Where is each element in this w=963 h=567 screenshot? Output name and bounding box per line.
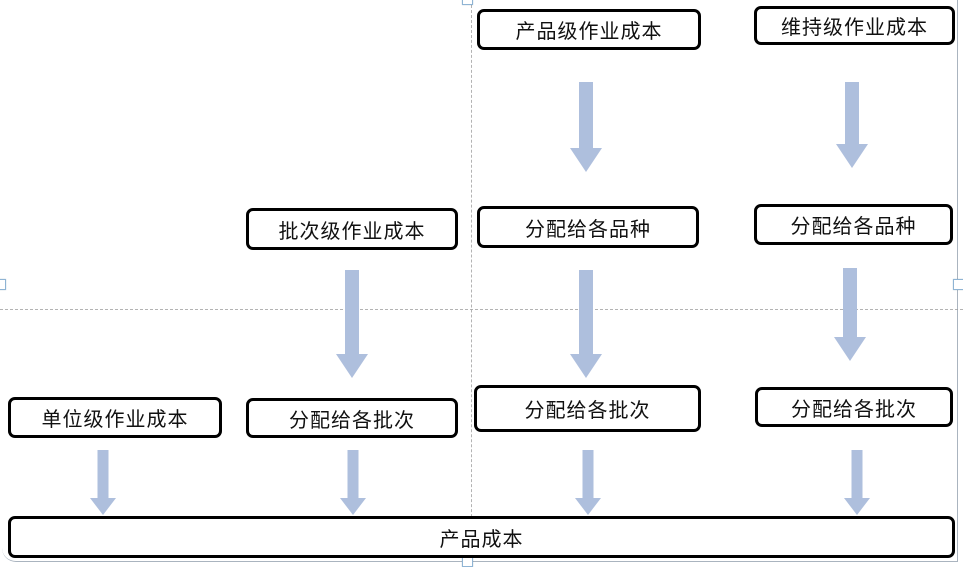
- down-arrow-icon[interactable]: [844, 450, 870, 515]
- node-label: 批次级作业成本: [278, 220, 426, 243]
- down-arrow-icon[interactable]: [836, 82, 868, 168]
- node-allocate-to-batches-2[interactable]: 分配给各批次: [474, 385, 701, 432]
- node-label: 产品成本: [439, 528, 524, 551]
- node-label: 分配给各批次: [791, 398, 917, 421]
- down-arrow-icon[interactable]: [575, 450, 601, 515]
- resize-handle-left[interactable]: [0, 279, 6, 290]
- node-allocate-to-batches-3[interactable]: 分配给各批次: [755, 387, 953, 427]
- node-batch-level-cost[interactable]: 批次级作业成本: [246, 208, 458, 250]
- node-label: 维持级作业成本: [781, 17, 928, 39]
- node-sustaining-level-cost[interactable]: 维持级作业成本: [754, 6, 955, 45]
- vertical-dashed-guide: [471, 0, 472, 567]
- node-label: 单位级作业成本: [41, 409, 189, 431]
- node-product-cost[interactable]: 产品成本: [8, 516, 955, 558]
- down-arrow-icon[interactable]: [570, 82, 602, 172]
- resize-handle-top[interactable]: [462, 0, 473, 5]
- horizontal-dashed-guide: [0, 309, 963, 310]
- node-allocate-to-batches-1[interactable]: 分配给各批次: [246, 398, 458, 438]
- down-arrow-icon[interactable]: [90, 450, 116, 515]
- down-arrow-icon[interactable]: [340, 450, 366, 515]
- node-label: 分配给各批次: [524, 400, 651, 422]
- down-arrow-icon[interactable]: [834, 268, 866, 361]
- resize-handle-right[interactable]: [953, 279, 963, 290]
- node-label: 分配给各批次: [289, 409, 415, 432]
- down-arrow-icon[interactable]: [570, 270, 602, 378]
- node-label: 分配给各品种: [525, 218, 651, 241]
- node-label: 产品级作业成本: [515, 21, 663, 43]
- node-allocate-to-varieties-1[interactable]: 分配给各品种: [477, 206, 699, 248]
- node-allocate-to-varieties-2[interactable]: 分配给各品种: [754, 204, 953, 245]
- node-unit-level-cost[interactable]: 单位级作业成本: [8, 397, 222, 438]
- down-arrow-icon[interactable]: [336, 270, 368, 378]
- node-label: 分配给各品种: [790, 216, 917, 238]
- node-product-level-cost[interactable]: 产品级作业成本: [477, 9, 701, 50]
